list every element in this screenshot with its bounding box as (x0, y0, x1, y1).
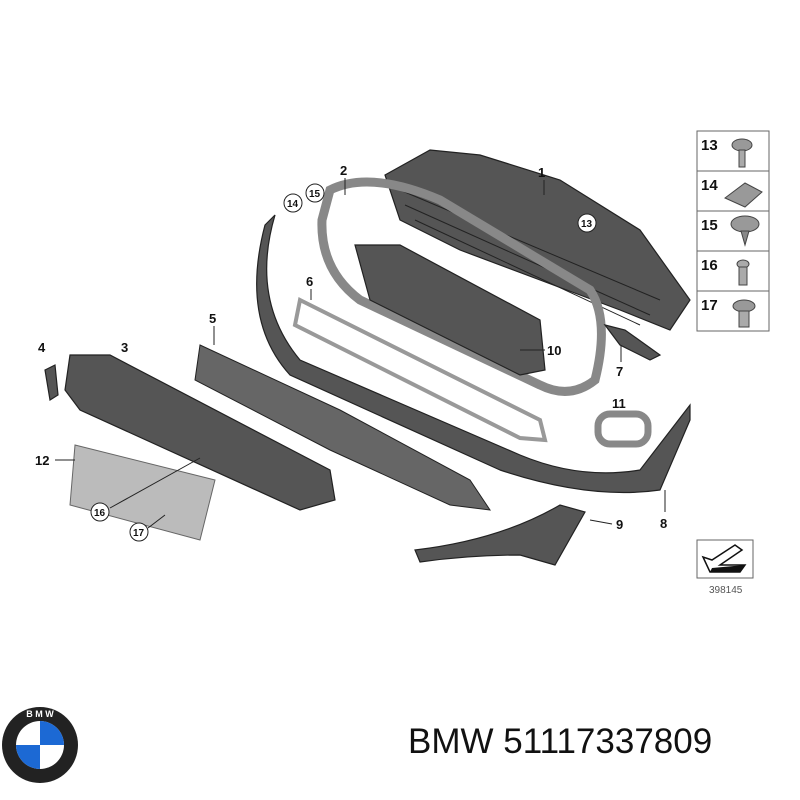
callout-label: 17 (133, 528, 145, 539)
callout-label: 12 (35, 453, 49, 468)
callout-label: 5 (209, 311, 216, 326)
callout-label: 16 (94, 508, 106, 519)
callout-label: 8 (660, 516, 667, 531)
callout-label: 9 (616, 517, 623, 532)
reference-arrow-box: 398145 (696, 539, 754, 596)
callout-label: 17 (701, 297, 718, 314)
callout-label: 2 (340, 163, 347, 178)
part-2-grille-frame (317, 177, 606, 396)
callout-label: 3 (121, 340, 128, 355)
callout-label: 16 (701, 257, 718, 274)
callout-label: 10 (547, 343, 561, 358)
bolt-icon (736, 259, 750, 286)
callout-label: 6 (306, 274, 313, 289)
part-10-center-grille (354, 244, 546, 376)
callout-label: 7 (616, 364, 623, 379)
circled-callouts: 13 14 15 16 17 (90, 183, 597, 542)
reference-number: 398145 (709, 585, 743, 596)
part-7-bracket (603, 324, 662, 361)
callout-labels: 1 2 3 4 5 6 7 8 9 10 11 12 (35, 163, 667, 532)
part-12-license-plate (69, 444, 216, 541)
flange-bolt-icon (732, 299, 756, 328)
callout-label: 15 (701, 217, 718, 234)
part-1-upper-grille (384, 149, 691, 331)
callout-label: 14 (287, 199, 299, 210)
part-3-lower-cover (64, 354, 336, 511)
clip-nut-icon (724, 182, 763, 208)
part-5-lower-grille (194, 344, 492, 511)
callout-label: B M W (26, 709, 54, 719)
part-11-fog-bezel (594, 410, 652, 448)
expanding-rivet-icon (730, 215, 760, 247)
part-9-corner-trim (414, 504, 586, 566)
callout-label: 13 (701, 137, 718, 154)
fastener-legend: 13 14 15 16 17 (696, 130, 770, 332)
callout-label: 1 (538, 165, 545, 180)
part-4-bracket (44, 364, 59, 401)
callout-label: 4 (38, 340, 46, 355)
flange-screw-icon (731, 138, 753, 168)
part-caption: BMW 51117337809 (408, 722, 713, 761)
part-6-trim (292, 297, 548, 443)
callout-label: 13 (581, 219, 593, 230)
bmw-logo: B M W (2, 707, 78, 783)
callout-label: 15 (309, 189, 321, 200)
callout-label: 14 (701, 177, 718, 194)
part-8-bumper-trim (256, 214, 691, 494)
callout-label: 11 (612, 396, 626, 411)
